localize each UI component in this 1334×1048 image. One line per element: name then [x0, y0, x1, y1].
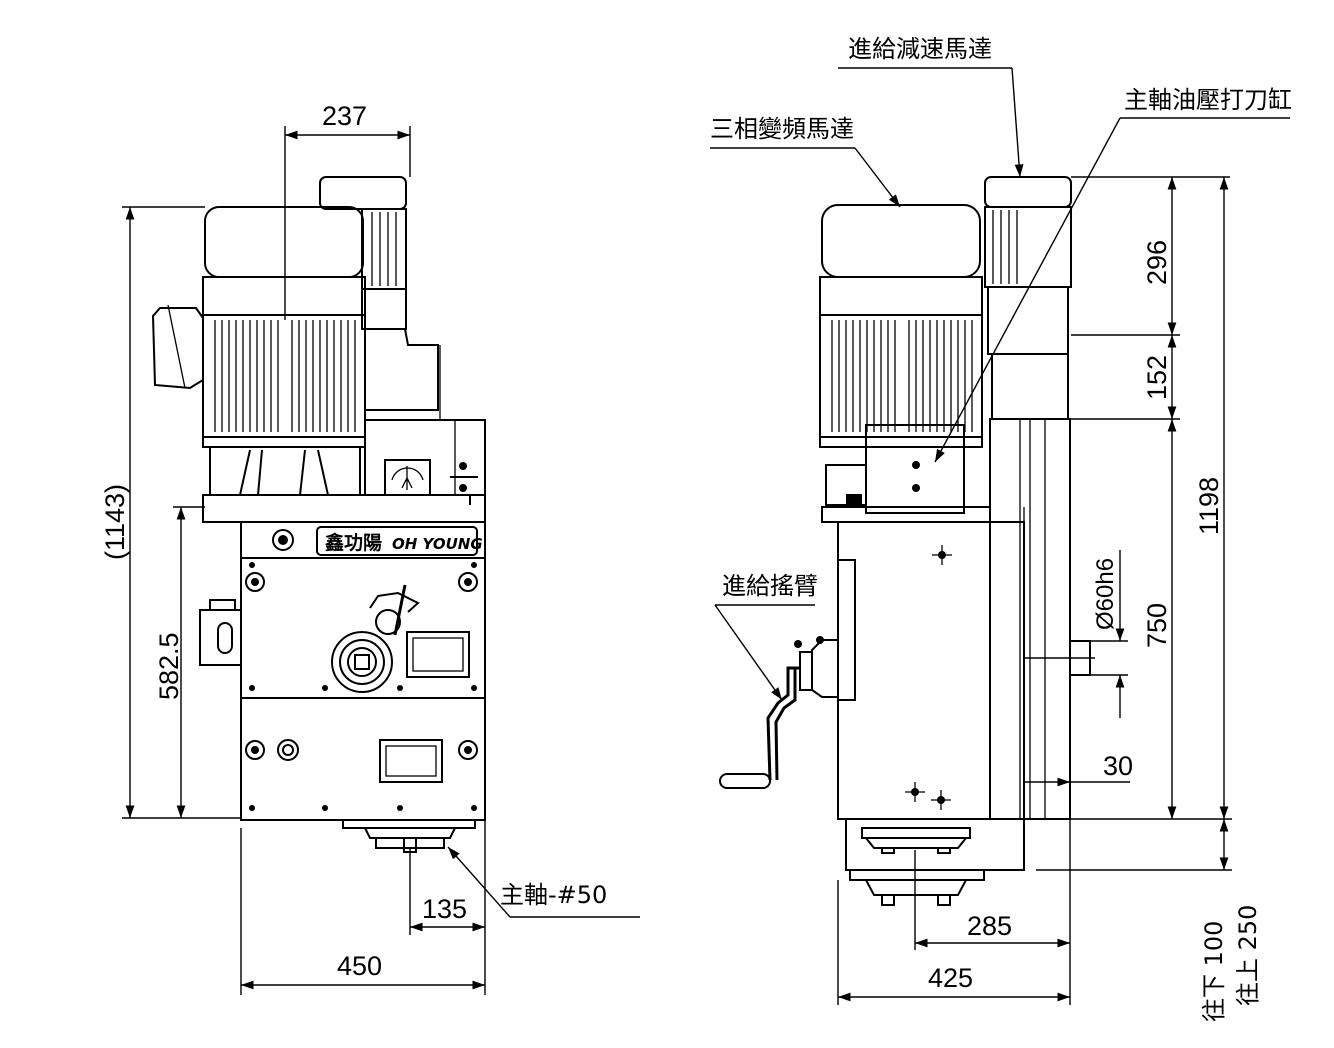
front-bolts — [245, 562, 478, 811]
dim-30-label: 30 — [1103, 751, 1133, 781]
side-feed-motor — [984, 176, 1072, 208]
front-terminal-box — [151, 307, 204, 390]
dim-30: 30 — [1024, 675, 1133, 790]
label-feed-handle: 進給搖臂 — [722, 572, 818, 600]
front-motor-adapter — [209, 446, 361, 496]
dim-285: 285 — [914, 819, 1071, 1005]
dim-237: 237 — [285, 101, 410, 140]
front-inspection-window — [406, 631, 470, 678]
dim-152-label: 152 — [1142, 355, 1172, 400]
dim-side-extension-lines — [1036, 176, 1232, 871]
travel-up-label: 往上 250 — [1234, 905, 1262, 1006]
front-lever-base — [369, 591, 420, 613]
dim-425-label: 425 — [928, 963, 973, 993]
front-motor-fin-lines — [214, 320, 356, 432]
dim-450: 450 — [240, 828, 485, 995]
dim-1143-label: (1143) — [100, 484, 130, 560]
front-feed-motor — [319, 176, 407, 210]
dim-296-label: 296 — [1142, 240, 1172, 285]
dim-135: 135 — [409, 820, 486, 995]
logo-chinese: 鑫功陽 — [324, 531, 382, 554]
side-crosshairs — [905, 545, 952, 810]
side-hydraulic-cylinder — [865, 424, 965, 514]
label-spindle: 主軸-#50 — [500, 881, 607, 909]
dim-travel: 往下 100 往上 250 — [1200, 819, 1262, 1022]
front-gearbox-upper — [364, 419, 486, 496]
dim-shaft-diameter: Ø60h6 — [1085, 550, 1128, 718]
leader-feed-handle: 進給搖臂 — [714, 572, 818, 701]
dim-582-5-label: 582.5 — [154, 632, 184, 700]
dim-425: 425 — [837, 880, 1070, 1005]
side-feed-handle — [719, 636, 838, 789]
dim-750-label: 750 — [1142, 603, 1172, 648]
dim-450-label: 450 — [337, 951, 382, 981]
label-three-phase-motor: 三相變頻馬達 — [710, 115, 854, 143]
logo-english: OH YOUNG — [392, 535, 483, 553]
label-feed-reduction-motor: 進給減速馬達 — [848, 35, 992, 63]
logo-plate — [316, 526, 478, 556]
side-motor-cap — [821, 204, 981, 278]
side-main-body — [837, 521, 1025, 820]
front-gauge — [384, 459, 431, 496]
dim-296: 296 — [1142, 177, 1177, 335]
dim-1143: (1143) — [100, 206, 241, 819]
dim-shaft-diameter-label: Ø60h6 — [1092, 558, 1119, 630]
dim-135-label: 135 — [422, 894, 467, 924]
dim-1198-label: 1198 — [1194, 477, 1224, 535]
front-spindle-gear — [331, 631, 393, 693]
leader-feed-reduction-motor: 進給減速馬達 — [838, 35, 1024, 178]
side-view: 296 152 750 1198 Ø60h6 30 — [710, 35, 1292, 1022]
front-motor-cap — [204, 206, 364, 278]
dim-1198: 1198 — [1194, 177, 1229, 819]
front-lower-housing — [240, 697, 486, 821]
dim-152: 152 — [1142, 335, 1177, 419]
front-lower-window — [379, 739, 443, 783]
front-motor-band — [202, 276, 366, 316]
leader-spindle: 主軸-#50 — [447, 846, 640, 918]
travel-down-label: 往下 100 — [1200, 921, 1228, 1022]
front-view: 鑫功陽 OH YOUNG — [100, 101, 640, 995]
leader-three-phase-motor: 三相變頻馬達 — [710, 115, 901, 208]
dim-582-5: 582.5 — [154, 506, 205, 818]
dim-285-label: 285 — [967, 911, 1012, 941]
front-side-motor — [199, 609, 242, 666]
label-hydraulic-cylinder: 主軸油壓打刀缸 — [1124, 86, 1292, 114]
leader-hydraulic-cylinder: 主軸油壓打刀缸 — [934, 86, 1292, 463]
dim-750: 750 — [1142, 419, 1177, 819]
dim-237-label: 237 — [322, 101, 367, 131]
front-base-plate — [202, 494, 486, 523]
